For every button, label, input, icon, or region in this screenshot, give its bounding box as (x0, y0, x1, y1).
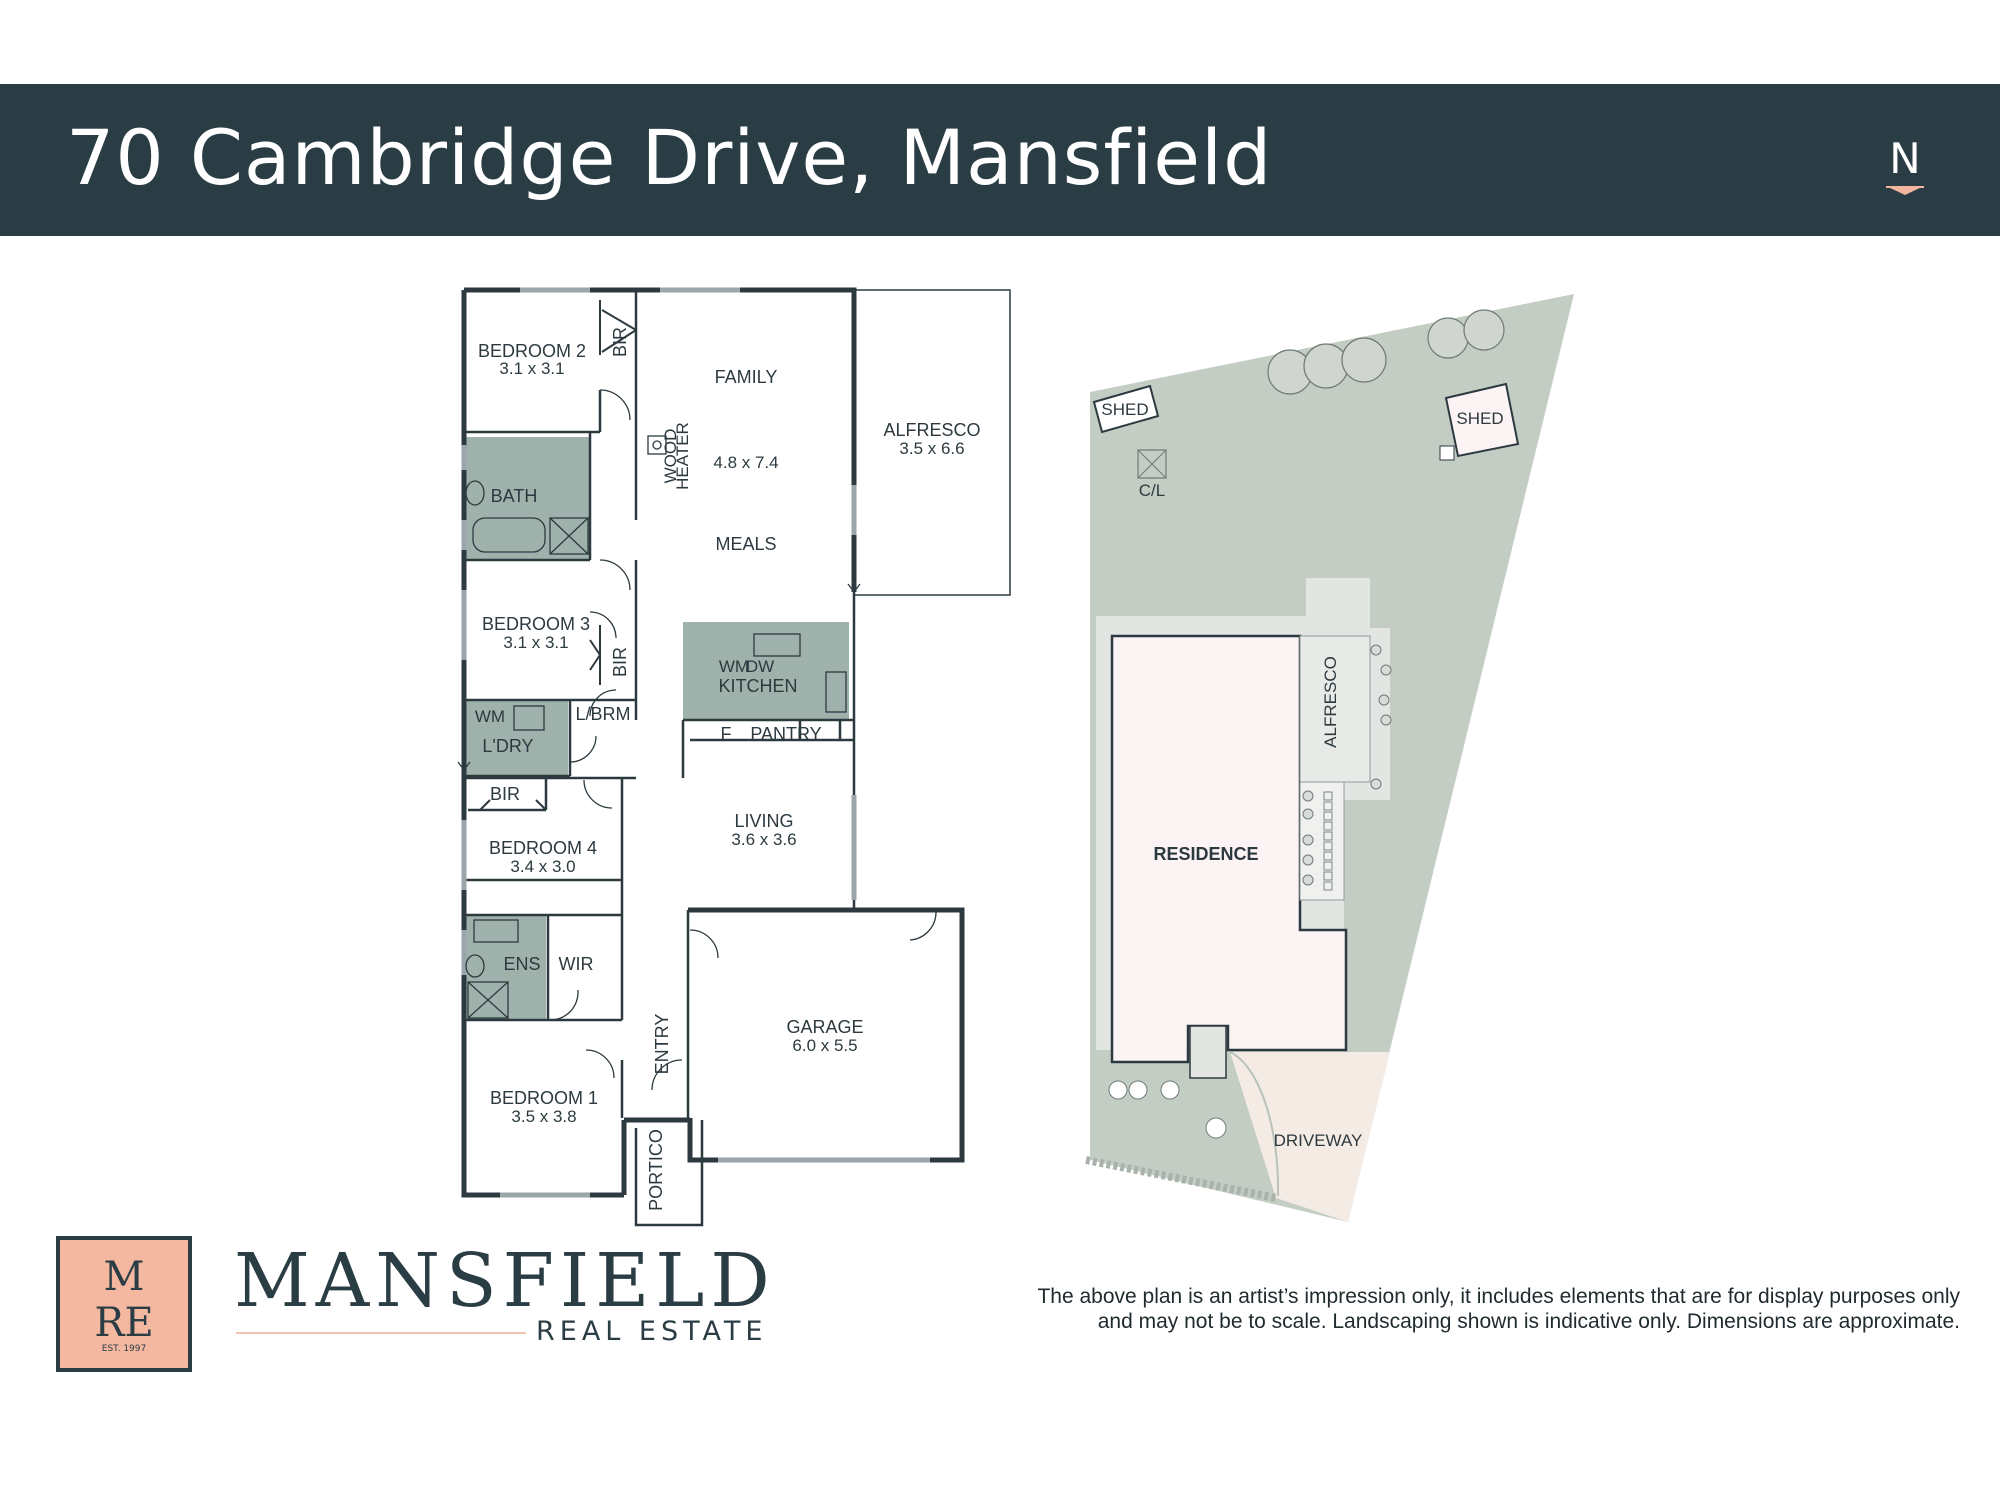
kitchen-wet-area (683, 622, 849, 720)
brand-logo: M RE EST. 1997 (56, 1236, 192, 1372)
bir-closets (479, 300, 637, 811)
room-label-laundry: L'DRY (482, 736, 533, 756)
room-dims-living: 3.6 x 3.6 (731, 830, 796, 849)
site-plan: RESIDENCE ALFRESCO SHED SHED C/L DRIVEWA… (1085, 294, 1574, 1222)
room-label-entry: ENTRY (652, 1014, 672, 1075)
closet-label-bir-bedroom2: BIR (610, 327, 630, 357)
site-alfresco-label: ALFRESCO (1321, 656, 1340, 748)
north-indicator: N (1889, 134, 1921, 183)
room-label-bedroom3: BEDROOM 3 (482, 614, 590, 634)
site-hedge (1085, 1156, 1277, 1202)
room-dims-bedroom2: 3.1 x 3.1 (499, 359, 564, 378)
room-label-pantry: PANTRY (750, 724, 821, 744)
tree-icons (1267, 309, 1505, 395)
room-dims-bedroom3: 3.1 x 3.1 (503, 633, 568, 652)
logo-est: EST. 1997 (101, 1344, 147, 1354)
room-dims-bedroom4: 3.4 x 3.0 (510, 857, 575, 876)
room-label-kitchen: KITCHEN (718, 676, 797, 696)
brand-name: MANSFIELD (234, 1238, 776, 1324)
residence-portico (1189, 1025, 1227, 1079)
driveway-area (1230, 1052, 1390, 1222)
logo-monogram: M RE (60, 1254, 188, 1346)
clothesline-label: C/L (1139, 481, 1165, 500)
shed-small (1092, 384, 1160, 434)
floor-plan: BEDROOM 2 3.1 x 3.1 FAMILY 4.8 x 7.4 ALF… (457, 287, 1167, 1227)
shed-small-label: SHED (1101, 400, 1148, 419)
room-label-garage: GARAGE (786, 1017, 863, 1037)
door-swings (457, 389, 937, 1091)
shed-step (1439, 445, 1455, 461)
clothesline-icon (1137, 449, 1167, 479)
room-label-alfresco: ALFRESCO (883, 420, 980, 440)
room-label-bedroom4: BEDROOM 4 (489, 838, 597, 858)
north-arrow-icon (1886, 186, 1924, 195)
room-label-bedroom2: BEDROOM 2 (478, 341, 586, 361)
disclaimer-line-2: and may not be to scale. Landscaping sho… (1097, 1310, 1960, 1333)
driveway-edge (1229, 1051, 1280, 1197)
residence-label: RESIDENCE (1153, 844, 1258, 864)
logo-monogram-top: M (103, 1254, 145, 1300)
room-label-wir: WIR (559, 954, 594, 974)
fridge-label: F (721, 724, 732, 744)
windows (461, 287, 930, 1198)
room-label-meals: MEALS (715, 534, 776, 554)
page-title: 70 Cambridge Drive, Mansfield (66, 113, 1273, 202)
room-dims-family: 4.8 x 7.4 (713, 453, 778, 472)
room-dims-garage: 6.0 x 5.5 (792, 1036, 857, 1055)
brand-divider (236, 1332, 526, 1334)
room-label-family: FAMILY (715, 367, 778, 387)
brand-tagline: REAL ESTATE (536, 1316, 768, 1347)
disclaimer: The above plan is an artist’s impression… (880, 1284, 1960, 1334)
shed-large (1444, 382, 1520, 458)
wood-heater-label-1: WOOD (661, 429, 680, 484)
title-banner (0, 84, 2000, 236)
shed-large-label: SHED (1456, 409, 1503, 428)
shrub-icons (1108, 1080, 1227, 1139)
disclaimer-line-1: The above plan is an artist’s impression… (1037, 1285, 1960, 1308)
room-label-portico: PORTICO (646, 1129, 666, 1211)
room-labels: BEDROOM 2 3.1 x 3.1 FAMILY 4.8 x 7.4 ALF… (475, 327, 981, 1211)
room-label-bedroom1: BEDROOM 1 (490, 1088, 598, 1108)
garden-bed-cells (1323, 791, 1333, 891)
ensuite-wet-area (464, 915, 546, 1021)
bath-wet-area (464, 437, 590, 559)
kitchen-dw-label: DW (746, 657, 774, 676)
room-dims-alfresco: 3.5 x 6.6 (899, 439, 964, 458)
laundry-wet-area (464, 700, 568, 776)
room-dims-bedroom1: 3.5 x 3.8 (511, 1107, 576, 1126)
logo-monogram-bottom: RE (94, 1300, 154, 1346)
clothesline-cross (1137, 449, 1167, 479)
laundry-wm-label: WM (475, 707, 505, 726)
room-label-living: LIVING (734, 811, 793, 831)
closet-label-bir-bedroom3: BIR (610, 647, 630, 677)
kitchen-wm-label: WM (719, 657, 749, 676)
driveway-label: DRIVEWAY (1274, 1131, 1363, 1150)
site-plants (1302, 644, 1392, 886)
wood-heater-label-2: HEATER (673, 422, 692, 490)
closet-label-bir-bedroom4: BIR (490, 784, 520, 804)
room-label-bath: BATH (491, 486, 538, 506)
room-label-lbrm: L/BRM (575, 704, 630, 724)
room-label-ensuite: ENS (503, 954, 540, 974)
